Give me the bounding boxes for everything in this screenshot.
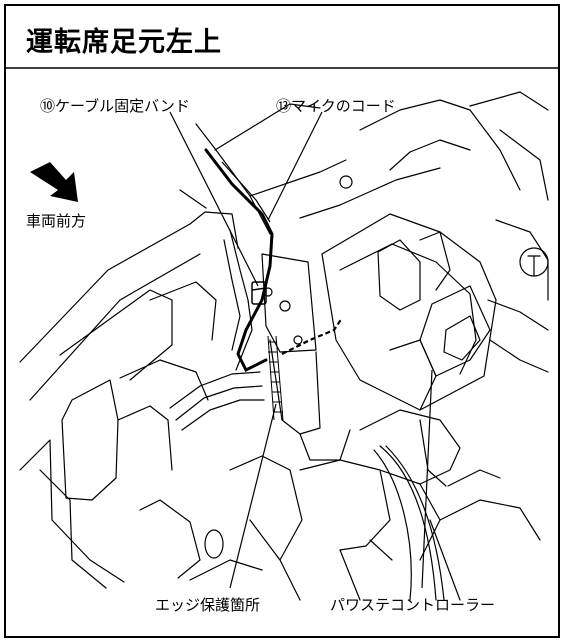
- cable-band-leader: [169, 111, 259, 287]
- callout-power-controller: パワステコントローラー: [330, 596, 496, 614]
- edge-protection-leader: [229, 403, 277, 589]
- routing-dashed-line: [281, 317, 343, 355]
- diagram-title: 運転席足元左上: [26, 27, 222, 58]
- edge-protection-hatching: [267, 335, 284, 421]
- leader-lines: [169, 111, 433, 589]
- diagram-frame: [4, 4, 560, 638]
- mic-cord-leader: [267, 111, 323, 221]
- callout-front-direction: 車両前方: [26, 212, 87, 230]
- dashboard-outline: [19, 91, 549, 601]
- power-controller-leader: [421, 369, 433, 589]
- callout-mic-cord: ⑬マイクのコード: [276, 97, 396, 115]
- callout-cable-band: ⑩ケーブル固定バンド: [40, 97, 190, 115]
- mic-cord: [204, 148, 274, 373]
- front-direction-arrow: [30, 162, 78, 202]
- mic-cord-shadow: [221, 161, 271, 223]
- callout-edge-protection: エッジ保護箇所: [155, 596, 261, 614]
